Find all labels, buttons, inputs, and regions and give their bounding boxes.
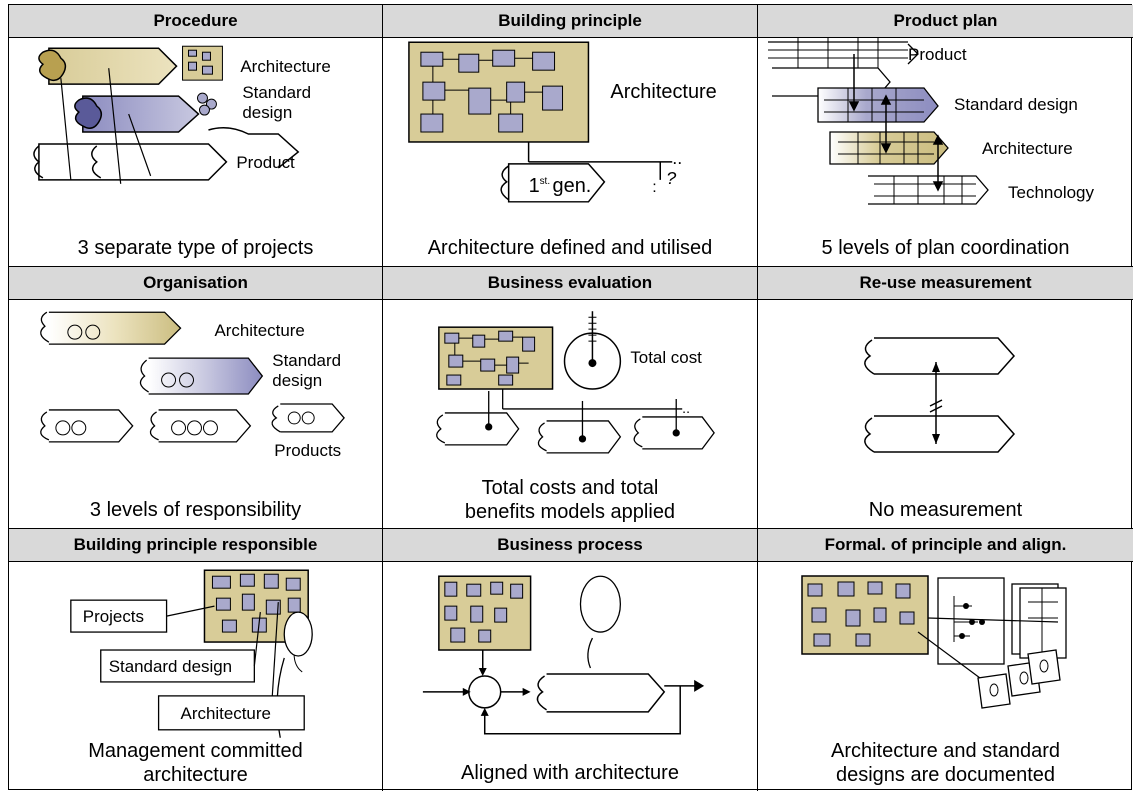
header-product-plan: Product plan xyxy=(758,5,1133,38)
caption-line-2: benefits models applied xyxy=(464,501,676,523)
cell-business-process: Business process Aligned with arc xyxy=(383,529,758,791)
cell-business-evaluation: Business evaluation .. xyxy=(383,267,758,529)
label-architecture-org: Architecture xyxy=(214,321,304,340)
label-architecture-resp: Architecture xyxy=(181,704,271,723)
svg-text:?: ? xyxy=(666,168,676,188)
formalisation-sketch xyxy=(801,575,1067,709)
header-business-process: Business process xyxy=(383,529,757,562)
caption-business-process: Aligned with architecture xyxy=(461,762,679,784)
label-product: Product xyxy=(236,153,295,172)
caption-product-plan: 5 levels of plan coordination xyxy=(821,237,1070,259)
caption-line-2: architecture xyxy=(143,764,248,786)
label-total-cost: Total cost xyxy=(630,348,702,367)
label-products-org: Products xyxy=(274,441,341,460)
product-plan-sketch: Product Standard design Architecture Tec… xyxy=(768,38,1095,205)
caption-line-1: Total costs and total xyxy=(481,477,659,499)
label-first-gen-sup: st. xyxy=(540,176,551,187)
label-design: design xyxy=(242,103,292,122)
svg-text:..: .. xyxy=(672,148,682,168)
cell-product-plan: Product plan Product Stan xyxy=(758,5,1133,267)
header-building-principle: Building principle xyxy=(383,5,757,38)
header-procedure: Procedure xyxy=(9,5,382,38)
label-first-gen-num: 1 xyxy=(529,175,540,197)
label-standard-design-resp: Standard design xyxy=(109,657,232,676)
procedure-sketch: Architecture Standard design Product xyxy=(33,45,331,184)
label-technology-pp: Technology xyxy=(1008,183,1095,202)
svg-text:..: .. xyxy=(682,400,690,416)
svg-text::: : xyxy=(652,179,656,196)
business-evaluation-sketch: .. Total cost xyxy=(436,311,715,454)
caption-line-1: Management committed xyxy=(88,740,303,762)
caption-business-evaluation: Total costs and total benefits models ap… xyxy=(383,476,757,524)
caption-organisation: 3 levels of responsibility xyxy=(89,499,302,521)
header-reuse-measurement: Re-use measurement xyxy=(758,267,1133,300)
cell-organisation: Organisation Architecture Standard desig xyxy=(9,267,383,529)
cell-procedure: Procedure Architecture Standard design xyxy=(9,5,383,267)
header-building-principle-responsible: Building principle responsible xyxy=(9,529,382,562)
organisation-sketch: Architecture Standard design Products xyxy=(40,311,345,460)
caption-procedure: 3 separate type of projects xyxy=(77,237,314,259)
responsible-sketch: Projects Standard design Architecture xyxy=(70,569,313,738)
label-architecture-bp: Architecture xyxy=(610,81,716,103)
header-organisation: Organisation xyxy=(9,267,382,300)
caption-line-1: Architecture and standard xyxy=(830,740,1061,762)
caption-line-2: designs are documented xyxy=(835,764,1056,786)
building-principle-sketch: .. 1 st. gen. : ? Architecture xyxy=(408,41,717,203)
cell-building-principle-responsible: Building principle responsible Projects … xyxy=(9,529,383,791)
caption-reuse-measurement: No measurement xyxy=(868,499,1023,521)
label-design-org: design xyxy=(272,371,322,390)
label-architecture-pp: Architecture xyxy=(982,139,1073,158)
label-product-pp: Product xyxy=(908,45,967,64)
label-standard-design-pp: Standard design xyxy=(954,95,1078,114)
caption-building-principle-responsible: Management committed architecture xyxy=(9,739,382,787)
cell-formalisation: Formal. of principle and align. Architec… xyxy=(758,529,1133,791)
header-formalisation: Formal. of principle and align. xyxy=(758,529,1133,562)
label-first-gen-rest: gen. xyxy=(553,175,592,197)
principles-table: Procedure Architecture Standard design xyxy=(8,4,1133,791)
header-business-evaluation: Business evaluation xyxy=(383,267,757,300)
reuse-measurement-sketch xyxy=(864,337,1016,453)
label-architecture: Architecture xyxy=(240,57,330,76)
business-process-sketch xyxy=(422,575,705,735)
label-projects: Projects xyxy=(83,607,144,626)
cell-reuse-measurement: Re-use measurement No measurement xyxy=(758,267,1133,529)
caption-building-principle: Architecture defined and utilised xyxy=(427,237,713,259)
caption-formalisation: Architecture and standard designs are do… xyxy=(758,739,1133,787)
cell-building-principle: Building principle .. 1 st. gen. : ? Arc… xyxy=(383,5,758,267)
label-standard: Standard xyxy=(242,83,311,102)
label-standard-org: Standard xyxy=(272,351,341,370)
